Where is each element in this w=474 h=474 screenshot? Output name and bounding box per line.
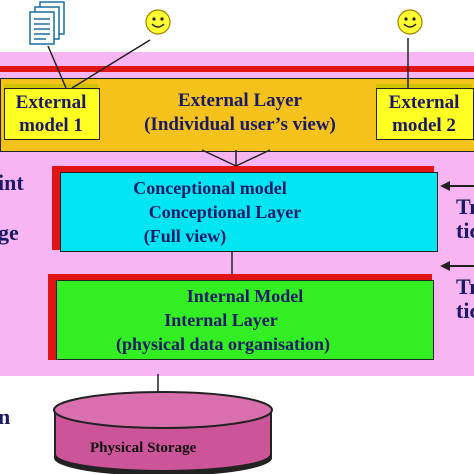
right-edge-text-2: tic: [456, 218, 474, 243]
internal-line3: (physical data organisation): [115, 334, 331, 354]
internal-line1: Internal Model: [186, 286, 304, 306]
external-model-1-shadow: [4, 84, 98, 88]
left-edge-text-3: n: [0, 404, 11, 429]
top-red-line: [0, 66, 474, 72]
physical-storage-label: Physical Storage: [90, 440, 197, 456]
external-model-1-line2: model 1: [19, 115, 83, 136]
internal-line2: Internal Layer: [164, 310, 278, 330]
external-layer-title: External Layer: [177, 90, 302, 111]
external-layer-subtitle: (Individual user’s view): [144, 114, 336, 135]
top-pink-strip: [0, 72, 474, 78]
internal-box: [56, 280, 434, 360]
conceptual-line3: (Full view): [143, 226, 227, 246]
right-edge-text-1: Tr: [456, 194, 474, 219]
right-edge-text-3: Tr: [456, 274, 474, 299]
external-model-2-shadow: [376, 84, 472, 88]
left-edge-text-1: int: [0, 170, 24, 195]
smiley-icon: [397, 9, 423, 35]
external-model-2-box: [376, 88, 474, 140]
right-edge-text-4: tic: [456, 298, 474, 323]
conceptual-box: [60, 172, 438, 252]
smiley-icon: [145, 9, 171, 35]
left-edge-text-2: ge: [0, 220, 19, 245]
physical-storage-cylinder: [53, 391, 273, 474]
external-model-2-line1: External: [388, 92, 460, 113]
external-model-1-box: [4, 88, 100, 140]
document-stack-icon: [29, 1, 65, 45]
external-model-1-line1: External: [15, 92, 87, 113]
external-model-2-line2: model 2: [392, 115, 456, 136]
conceptual-line2: Conceptional Layer: [148, 202, 302, 222]
conceptual-line1: Conceptional model: [133, 178, 287, 198]
